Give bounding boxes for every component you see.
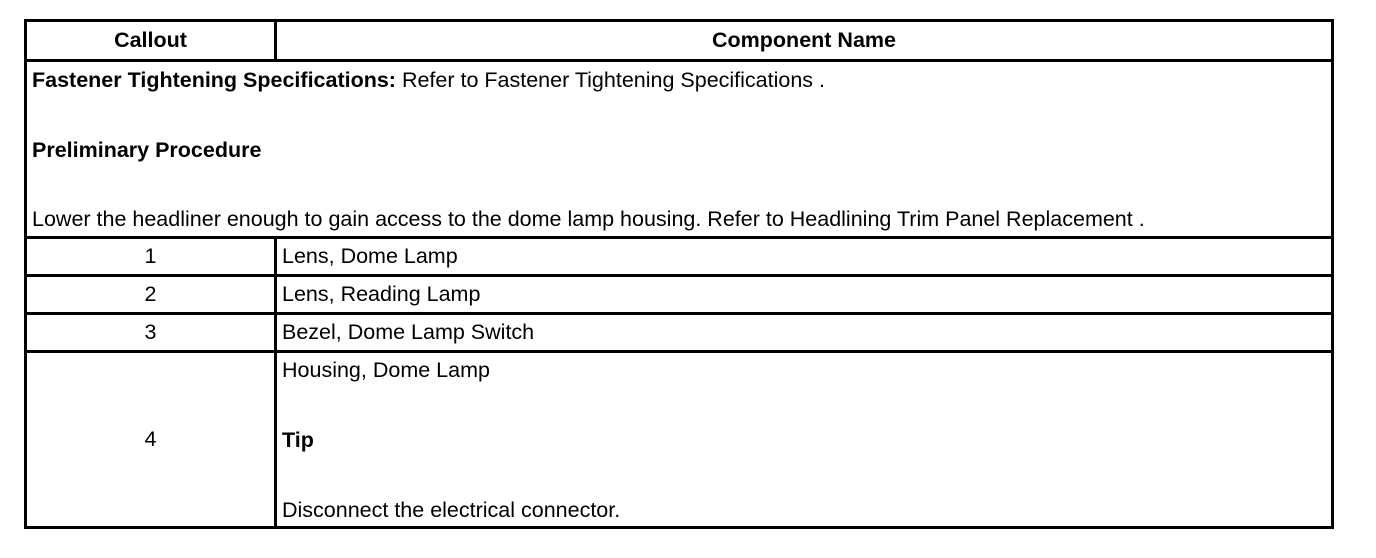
component-name: Bezel, Dome Lamp Switch	[274, 312, 1334, 354]
component-name-cell: Housing, Dome Lamp Tip Disconnect the el…	[274, 350, 1334, 530]
fastener-spec-text: Refer to Fastener Tightening Specificati…	[395, 68, 826, 92]
header-row: Callout Component Name	[24, 19, 1334, 62]
tip-text: Disconnect the electrical connector.	[282, 497, 621, 522]
table-row: 1 Lens, Dome Lamp	[24, 236, 1334, 278]
callout-number: 3	[24, 312, 277, 354]
callout-number: 1	[24, 236, 277, 278]
fastener-spec-label: Fastener Tightening Specifications:	[32, 68, 396, 92]
tip-heading: Tip	[282, 427, 314, 452]
callout-number: 4	[24, 350, 277, 530]
component-name: Lens, Dome Lamp	[274, 236, 1334, 278]
fastener-spec-line: Fastener Tightening Specifications: Refe…	[32, 68, 1325, 93]
table-row: 3 Bezel, Dome Lamp Switch	[24, 312, 1334, 354]
intro-row: Fastener Tightening Specifications: Refe…	[24, 58, 1334, 240]
table-row: 4 Housing, Dome Lamp Tip Disconnect the …	[24, 350, 1334, 530]
callout-number: 2	[24, 274, 277, 316]
component-name-header: Component Name	[274, 19, 1334, 62]
component-name: Lens, Reading Lamp	[274, 274, 1334, 316]
preliminary-procedure-text: Lower the headliner enough to gain acces…	[32, 207, 1145, 232]
preliminary-procedure-heading: Preliminary Procedure	[32, 137, 262, 162]
table-row: 2 Lens, Reading Lamp	[24, 274, 1334, 316]
callout-header: Callout	[24, 19, 277, 62]
component-name: Housing, Dome Lamp	[282, 358, 490, 383]
component-table: Callout Component Name Fastener Tighteni…	[24, 19, 1334, 530]
intro-cell: Fastener Tightening Specifications: Refe…	[24, 58, 1334, 240]
